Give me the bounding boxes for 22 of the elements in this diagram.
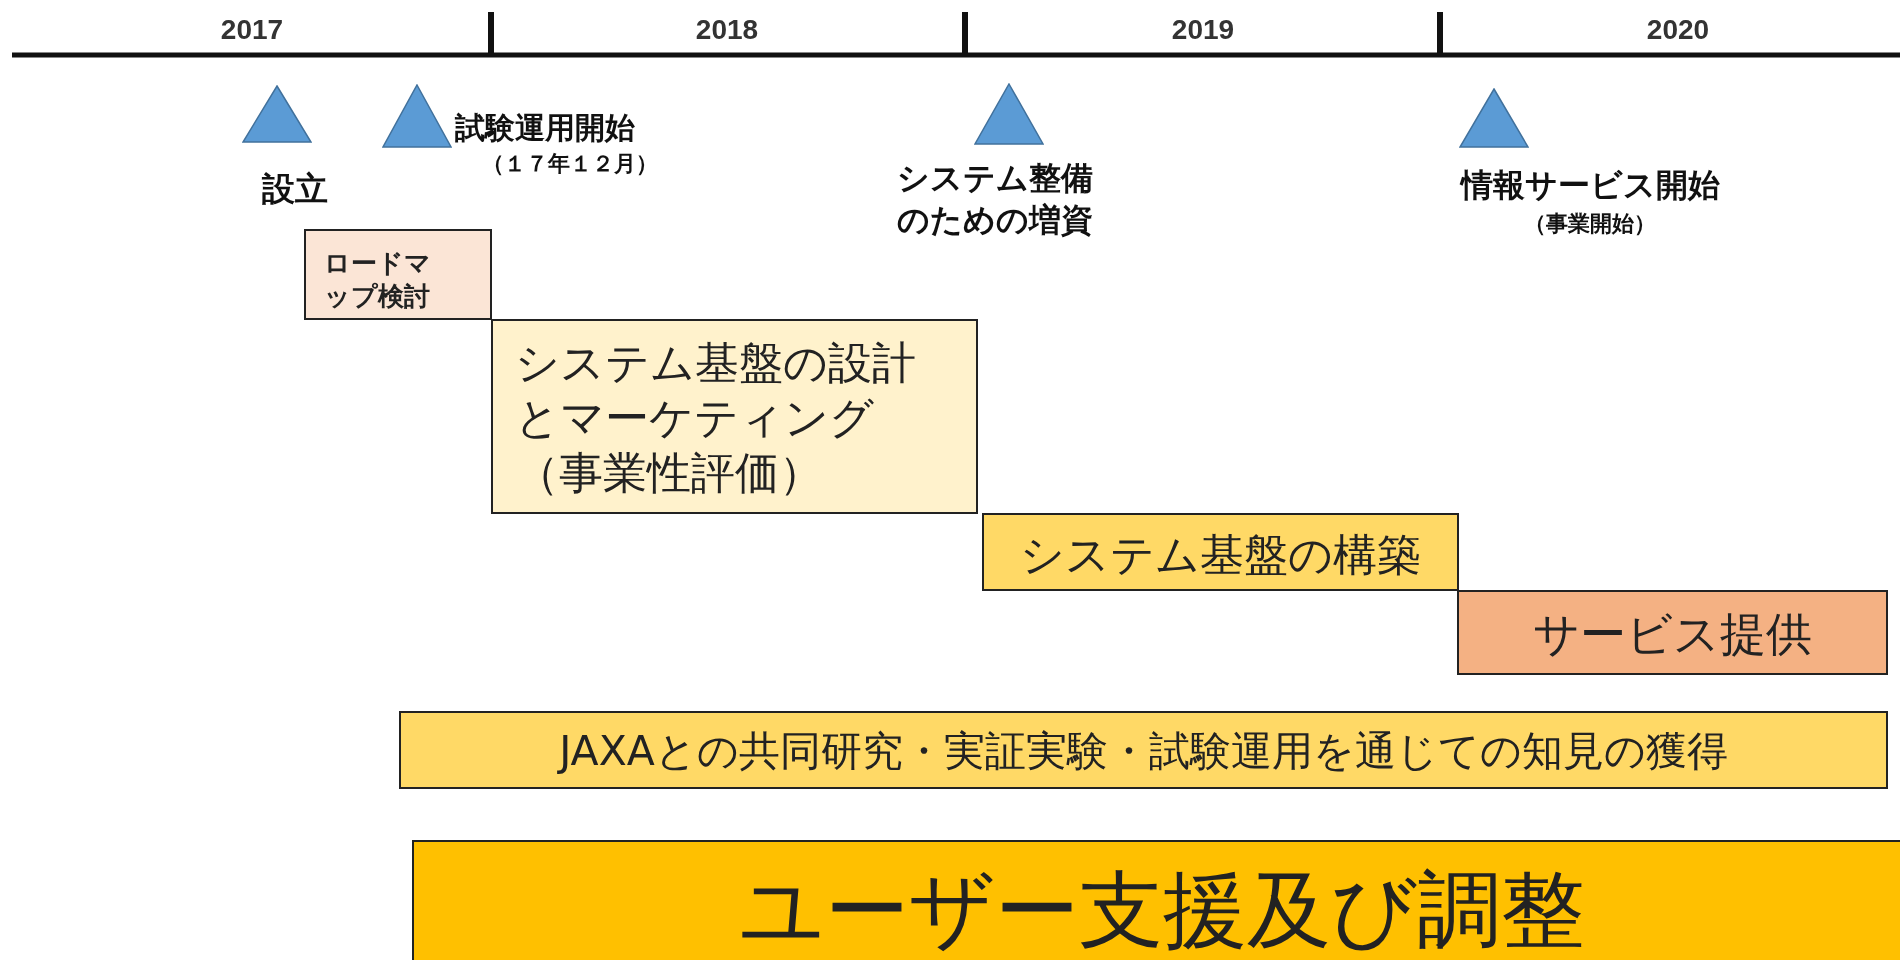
milestone-date: （事業開始）	[1523, 210, 1657, 238]
year-label: 2020	[1645, 14, 1711, 46]
task-label: システム基盤の設計とマーケティング（事業性評価）	[515, 336, 917, 500]
year-label: 2017	[219, 14, 285, 46]
year-label: 2018	[694, 14, 760, 46]
milestone-date: （１７年１２月）	[481, 150, 659, 178]
task-bar	[491, 319, 978, 514]
milestone-label: 情報サービス開始	[1459, 165, 1721, 206]
milestone-label: システム整備のための増資	[897, 158, 1094, 241]
task-label: ロードマップ検討	[324, 247, 432, 312]
task-bar	[1457, 590, 1888, 675]
task-bar	[412, 840, 1900, 960]
year-label: 2019	[1170, 14, 1236, 46]
task-bar	[399, 711, 1888, 789]
milestone-label: 設立	[261, 168, 329, 210]
task-bar	[304, 229, 492, 320]
milestone-label: 試験運用開始	[455, 109, 636, 147]
task-label: ユーザー支援及び調整	[738, 860, 1586, 960]
task-bar	[982, 513, 1459, 591]
task-label: JAXAとの共同研究・実証実験・試験運用を通じての知見の獲得	[556, 726, 1729, 777]
task-label: システム基盤の構築	[1019, 528, 1422, 582]
task-label: サービス提供	[1532, 606, 1813, 663]
